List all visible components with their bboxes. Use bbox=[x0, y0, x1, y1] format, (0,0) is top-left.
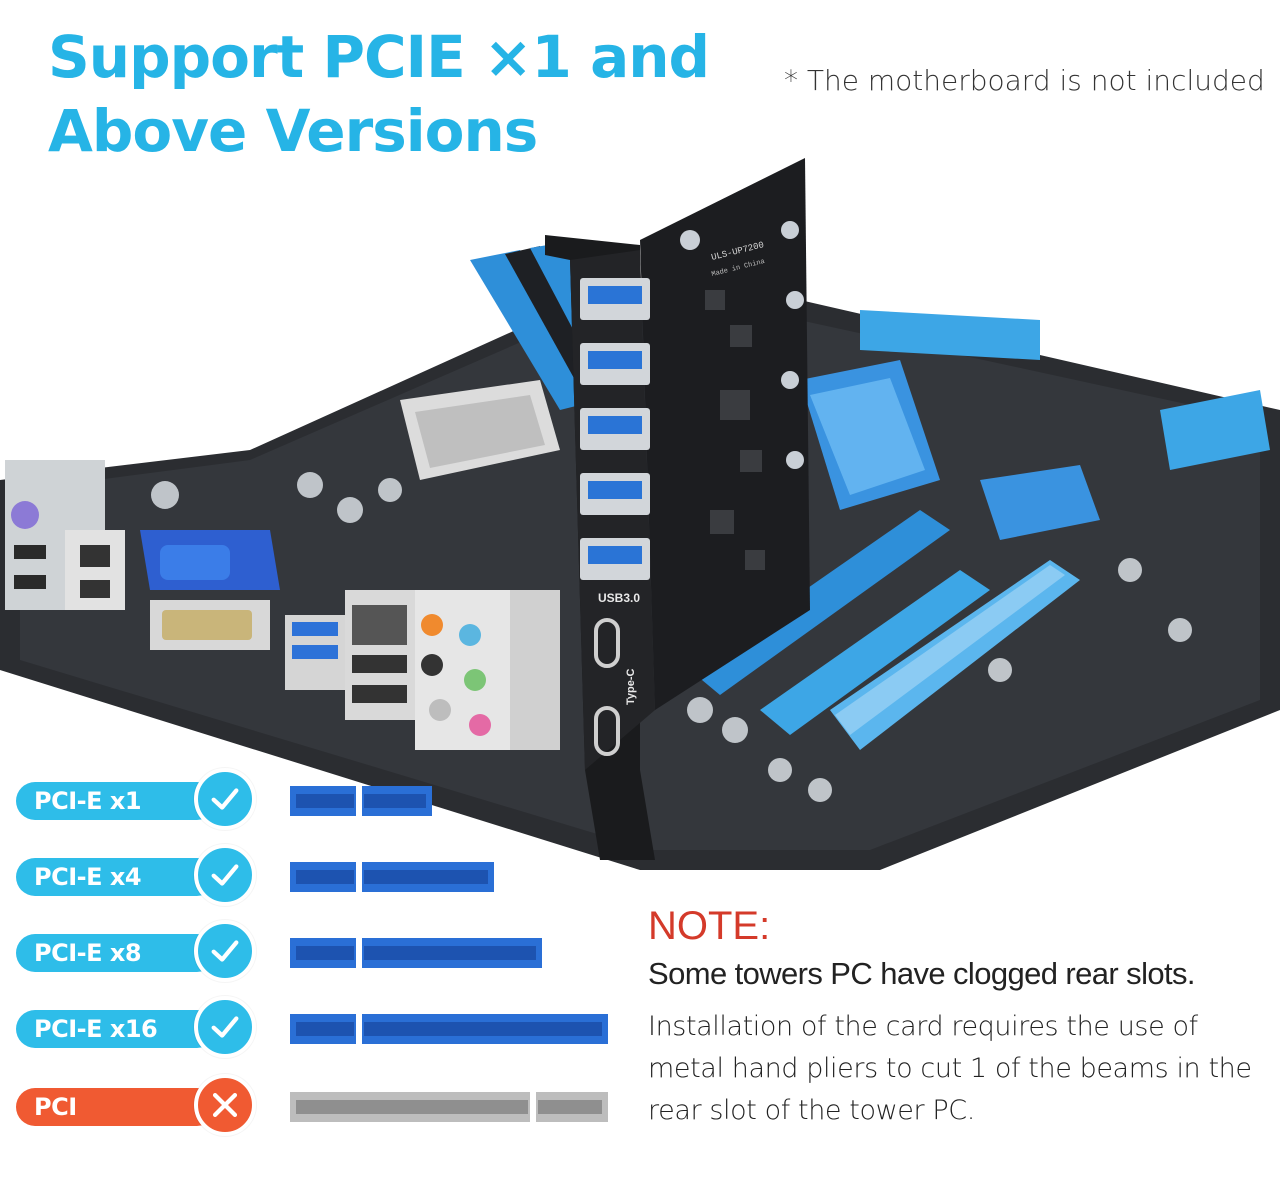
pci-slot-icon bbox=[290, 1092, 608, 1122]
check-icon bbox=[194, 920, 256, 982]
compat-row-pcie-x1: PCI-E x1 bbox=[16, 768, 616, 832]
card-pcb bbox=[640, 158, 810, 710]
disclaimer-text: * The motherboard is not included bbox=[784, 64, 1265, 97]
pcie-x8-slot-icon bbox=[290, 938, 542, 968]
check-icon bbox=[194, 768, 256, 830]
usb-c-ports bbox=[594, 618, 620, 756]
pcie-x1-slot-icon bbox=[290, 786, 432, 816]
compat-label: PCI-E x16 bbox=[16, 1010, 216, 1048]
headline-line-1: Support PCIE ×1 and bbox=[48, 23, 710, 91]
compat-row-pcie-x4: PCI-E x4 bbox=[16, 844, 616, 908]
heatsink-north bbox=[800, 360, 940, 510]
usb-a-ports bbox=[580, 278, 650, 580]
note-title: NOTE: bbox=[648, 904, 771, 948]
heatsink-south bbox=[980, 465, 1100, 540]
usb-expansion-card: USB3.0 Type-C ULS-UP7200 Made in China bbox=[545, 158, 810, 860]
card-usb-label: USB3.0 bbox=[598, 591, 640, 605]
compat-label: PCI-E x8 bbox=[16, 934, 216, 972]
compat-row-pcie-x8: PCI-E x8 bbox=[16, 920, 616, 984]
headline-line-2: Above Versions bbox=[48, 97, 538, 165]
check-icon bbox=[194, 844, 256, 906]
compat-row-pci: PCI bbox=[16, 1074, 616, 1138]
cross-icon bbox=[194, 1074, 256, 1136]
pcie-x16-slot-icon bbox=[290, 1014, 608, 1044]
check-icon bbox=[194, 996, 256, 1058]
note-lead: Some towers PC have clogged rear slots. bbox=[648, 956, 1196, 991]
capacitors bbox=[151, 472, 1192, 802]
pcie-x4-slot-icon bbox=[290, 862, 494, 892]
note-body: Installation of the card requires the us… bbox=[648, 1011, 1252, 1126]
compat-label: PCI bbox=[16, 1088, 216, 1126]
headline: Support PCIE ×1 and Above Versions bbox=[48, 20, 710, 168]
compat-label: PCI-E x4 bbox=[16, 858, 216, 896]
compat-label: PCI-E x1 bbox=[16, 782, 216, 820]
product-illustration: USB3.0 Type-C ULS-UP7200 Made in China bbox=[0, 158, 1280, 870]
card-typec-label: Type-C bbox=[625, 668, 637, 705]
compat-row-pcie-x16: PCI-E x16 bbox=[16, 996, 616, 1060]
board-pcie-slots bbox=[690, 510, 1080, 750]
rear-io bbox=[5, 460, 560, 750]
